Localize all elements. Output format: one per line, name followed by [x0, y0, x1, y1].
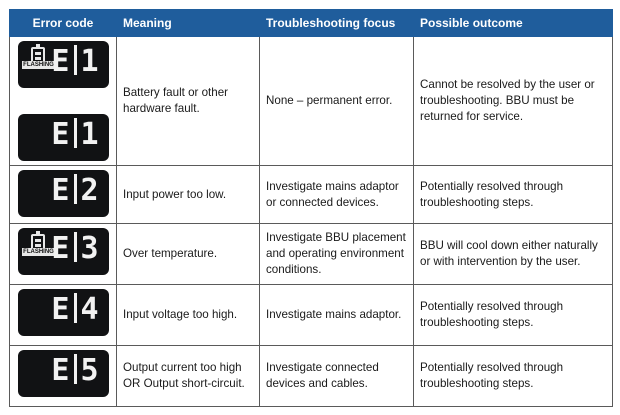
flashing-battery-icon: FLASHING — [21, 44, 56, 81]
error-code-readout: E2E2 — [51, 174, 100, 206]
error-display: E4E4 — [17, 289, 109, 336]
possible-outcome-cell: Potentially resolved through troubleshoo… — [413, 165, 613, 224]
header-error-code: Error code — [9, 9, 117, 37]
possible-outcome-cell: BBU will cool down either naturally or w… — [413, 223, 613, 285]
possible-outcome-cell: Potentially resolved through troubleshoo… — [413, 284, 613, 346]
flashing-battery-icon: FLASHING — [21, 231, 56, 268]
table-body: FLASHINGE1E1E1E1Battery fault or other h… — [9, 36, 613, 407]
table-row: FLASHINGE3E3Over temperature.Investigate… — [9, 223, 613, 285]
header-troubleshooting-focus: Troubleshooting focus — [259, 9, 414, 37]
error-code-cell: E5E5 — [9, 345, 117, 407]
error-code-readout: E3E3 — [51, 232, 100, 264]
error-code-cell: FLASHINGE3E3 — [9, 223, 117, 285]
header-possible-outcome: Possible outcome — [413, 9, 613, 37]
table-row: E2E2 Input power too low.Investigate main… — [9, 165, 613, 224]
meaning-cell: Output current too high OR Output short-… — [116, 345, 260, 407]
meaning-cell: Over temperature. — [116, 223, 260, 285]
error-code-cell: FLASHINGE1E1E1E1 — [9, 36, 117, 166]
error-code-cell: E4E4 — [9, 284, 117, 346]
error-code-readout: E5E5 — [51, 354, 100, 386]
error-display: E2E2 — [17, 170, 109, 217]
troubleshooting-focus-cell: Investigate connected devices and cables… — [259, 345, 414, 407]
troubleshooting-focus-cell: None – permanent error. — [259, 36, 414, 166]
possible-outcome-cell: Potentially resolved through troubleshoo… — [413, 345, 613, 407]
troubleshooting-focus-cell: Investigate mains adaptor or connected d… — [259, 165, 414, 224]
table-row: E5E5 Output current too high OR Output sh… — [9, 345, 613, 407]
error-code-cell: E2E2 — [9, 165, 117, 224]
meaning-cell: Battery fault or other hardware fault. — [116, 36, 260, 166]
error-code-readout: E4E4 — [51, 293, 100, 325]
meaning-cell: Input voltage too high. — [116, 284, 260, 346]
error-code-table: Error code Meaning Troubleshooting focus… — [9, 9, 613, 407]
error-code-table-container: Error code Meaning Troubleshooting focus… — [9, 9, 613, 407]
meaning-cell: Input power too low. — [116, 165, 260, 224]
table-header-row: Error code Meaning Troubleshooting focus… — [9, 9, 613, 37]
flashing-label: FLASHING — [21, 61, 56, 69]
error-display: FLASHINGE3E3 — [17, 228, 109, 275]
flashing-label: FLASHING — [21, 248, 56, 256]
header-meaning: Meaning — [116, 9, 260, 37]
table-row: FLASHINGE1E1E1E1Battery fault or other h… — [9, 36, 613, 166]
error-display: E5E5 — [17, 350, 109, 397]
troubleshooting-focus-cell: Investigate BBU placement and operating … — [259, 223, 414, 285]
table-row: E4E4 Input voltage too high.Investigate m… — [9, 284, 613, 346]
troubleshooting-focus-cell: Investigate mains adaptor. — [259, 284, 414, 346]
possible-outcome-cell: Cannot be resolved by the user or troubl… — [413, 36, 613, 166]
